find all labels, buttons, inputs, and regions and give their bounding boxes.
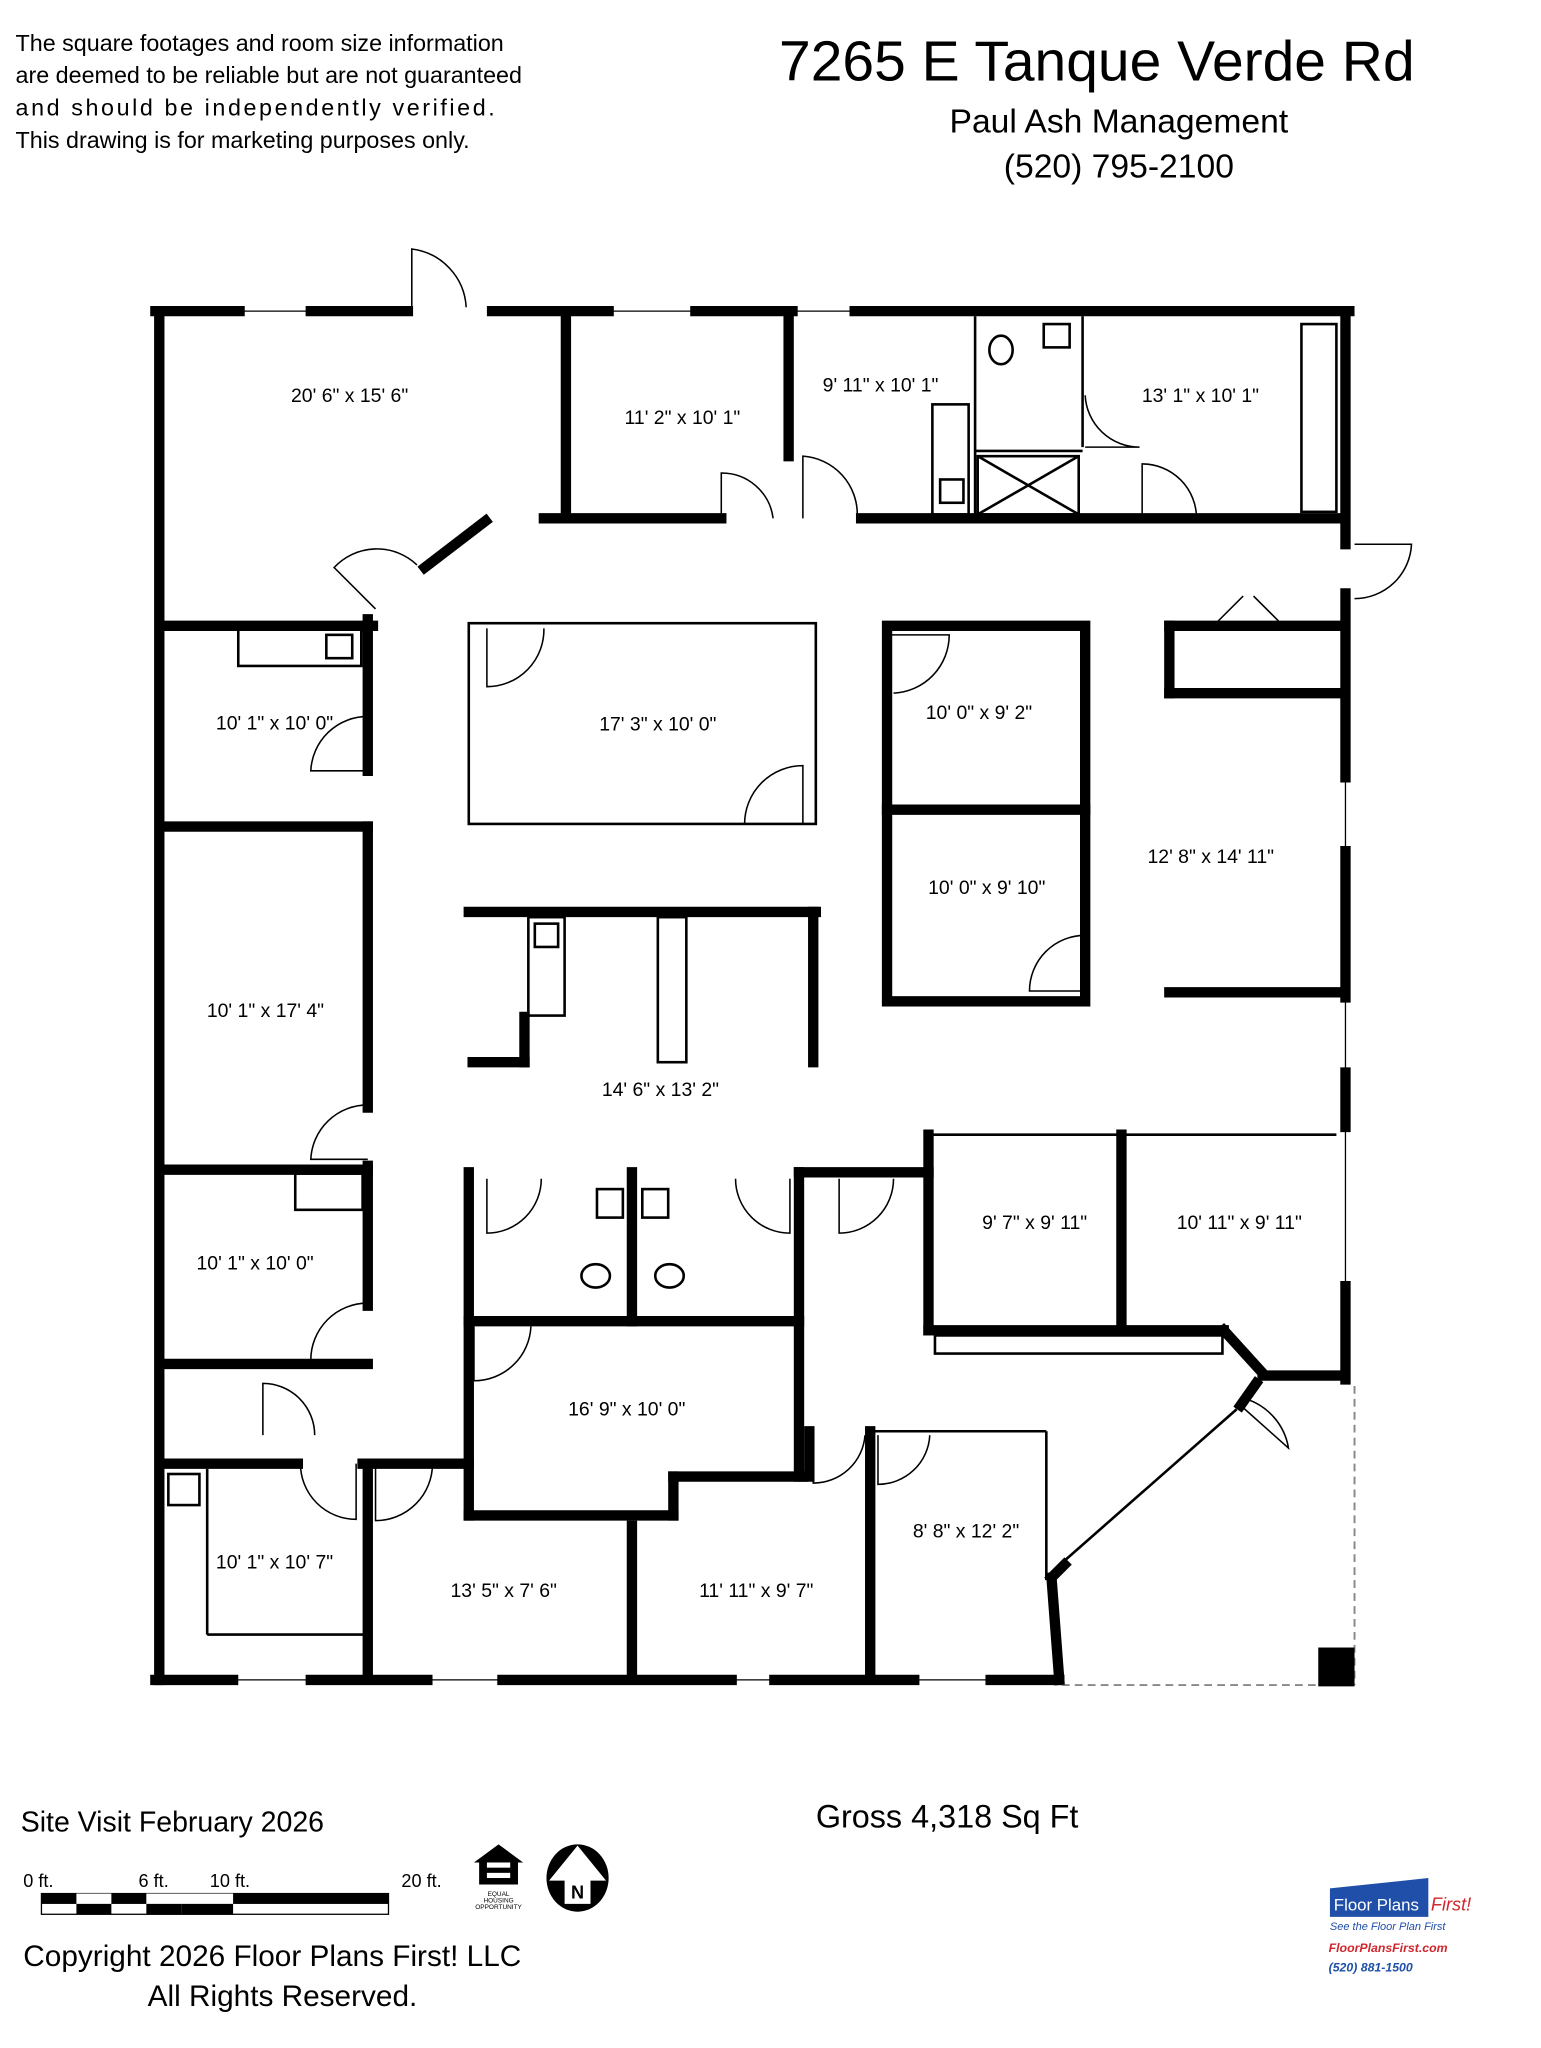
- logo-tagline: See the Floor Plan First: [1330, 1921, 1446, 1933]
- toilet-icon: [988, 334, 1014, 366]
- disclaimer-line: and should be independently verified.: [16, 95, 498, 121]
- room-label: 12' 8" x 14' 11": [1147, 846, 1274, 868]
- logo-brand-accent: First!: [1431, 1894, 1471, 1914]
- disclaimer: The square footages and room size inform…: [16, 30, 522, 153]
- sink-icon: [938, 478, 965, 505]
- equal-housing-text: OPPORTUNITY: [475, 1904, 522, 1911]
- room-labels: 20' 6" x 15' 6" 11' 2" x 10' 1" 9' 11" x…: [196, 374, 1301, 1602]
- room-label: 13' 5" x 7' 6": [451, 1580, 558, 1602]
- room-label: 10' 0" x 9' 2": [926, 702, 1033, 724]
- sink-icon: [595, 1187, 625, 1219]
- room-label: 10' 0" x 9' 10": [928, 877, 1045, 899]
- room-label: 11' 11" x 9' 7": [699, 1580, 813, 1602]
- scale-label: 10 ft.: [210, 1871, 250, 1891]
- room-label: 16' 9" x 10' 0": [568, 1399, 685, 1421]
- room-label: 9' 7" x 9' 11": [982, 1212, 1087, 1234]
- address-title: 7265 E Tanque Verde Rd: [779, 30, 1415, 94]
- toilet-icon: [580, 1262, 612, 1289]
- scale-bar: 0 ft. 6 ft. 10 ft. 20 ft.: [23, 1871, 442, 1915]
- logo-phone: (520) 881-1500: [1329, 1960, 1413, 1974]
- exterior-walls: [150, 305, 1356, 1687]
- room-label: 11' 2" x 10' 1": [625, 407, 741, 429]
- sink-icon: [167, 1472, 201, 1507]
- logo-brand: Floor Plans: [1334, 1895, 1419, 1914]
- room-label: 10' 11" x 9' 11": [1177, 1212, 1302, 1234]
- fixtures: [167, 322, 1338, 1507]
- counter: [236, 628, 363, 668]
- counter: [527, 915, 566, 1017]
- room-label: 20' 6" x 15' 6": [291, 385, 408, 407]
- room-label: 13' 1" x 10' 1": [1142, 385, 1259, 407]
- counter: [293, 1172, 364, 1212]
- copyright: Copyright 2026 Floor Plans First! LLC: [23, 1940, 521, 1973]
- room-label: 14' 6" x 13' 2": [602, 1079, 719, 1101]
- room-label: 10' 1" x 10' 0": [196, 1252, 313, 1274]
- shelf: [1300, 322, 1338, 514]
- counter: [931, 403, 970, 516]
- sink-icon: [533, 922, 560, 949]
- interior-walls: [159, 311, 1347, 1686]
- equal-housing-text: EQUAL: [488, 1891, 510, 1898]
- scale-label: 20 ft.: [401, 1871, 441, 1891]
- disclaimer-line: The square footages and room size inform…: [16, 30, 504, 56]
- room-label: 9' 11" x 10' 1": [823, 374, 939, 396]
- sink-icon: [1042, 322, 1071, 349]
- toilet-icon: [653, 1262, 686, 1289]
- floor-plan: 20' 6" x 15' 6" 11' 2" x 10' 1" 9' 11" x…: [150, 248, 1413, 1687]
- counter: [933, 1334, 1224, 1355]
- shower-icon: [976, 454, 1080, 516]
- scale-label: 0 ft.: [23, 1871, 53, 1891]
- doors: [262, 248, 1413, 1522]
- equal-housing-text: HOUSING: [483, 1898, 513, 1905]
- rights-reserved: All Rights Reserved.: [148, 1980, 418, 2013]
- disclaimer-line: This drawing is for marketing purposes o…: [16, 127, 470, 153]
- room-label: 10' 1" x 10' 7": [216, 1552, 333, 1574]
- room-label: 10' 1" x 10' 0": [216, 712, 333, 734]
- scale-label: 6 ft.: [139, 1871, 169, 1891]
- gross-area: Gross 4,318 Sq Ft: [816, 1799, 1079, 1835]
- equal-housing-logo: EQUAL HOUSING OPPORTUNITY: [473, 1844, 524, 1911]
- disclaimer-line: are deemed to be reliable but are not gu…: [16, 62, 522, 88]
- north-arrow-icon: N: [546, 1844, 609, 1912]
- room-label: 17' 3" x 10' 0": [599, 714, 716, 736]
- site-visit-date: Site Visit February 2026: [21, 1806, 324, 1838]
- floor-plans-first-logo: Floor Plans First! See the Floor Plan Fi…: [1329, 1878, 1471, 1974]
- logo-website: FloorPlansFirst.com: [1329, 1941, 1448, 1955]
- sink-icon: [641, 1187, 670, 1219]
- room-label: 10' 1" x 17' 4": [207, 1000, 324, 1022]
- company-phone: (520) 795-2100: [1004, 149, 1234, 186]
- room-label: 8' 8" x 12' 2": [913, 1520, 1020, 1542]
- company-name: Paul Ash Management: [950, 103, 1289, 140]
- north-label: N: [571, 1883, 584, 1903]
- sink-icon: [325, 633, 354, 660]
